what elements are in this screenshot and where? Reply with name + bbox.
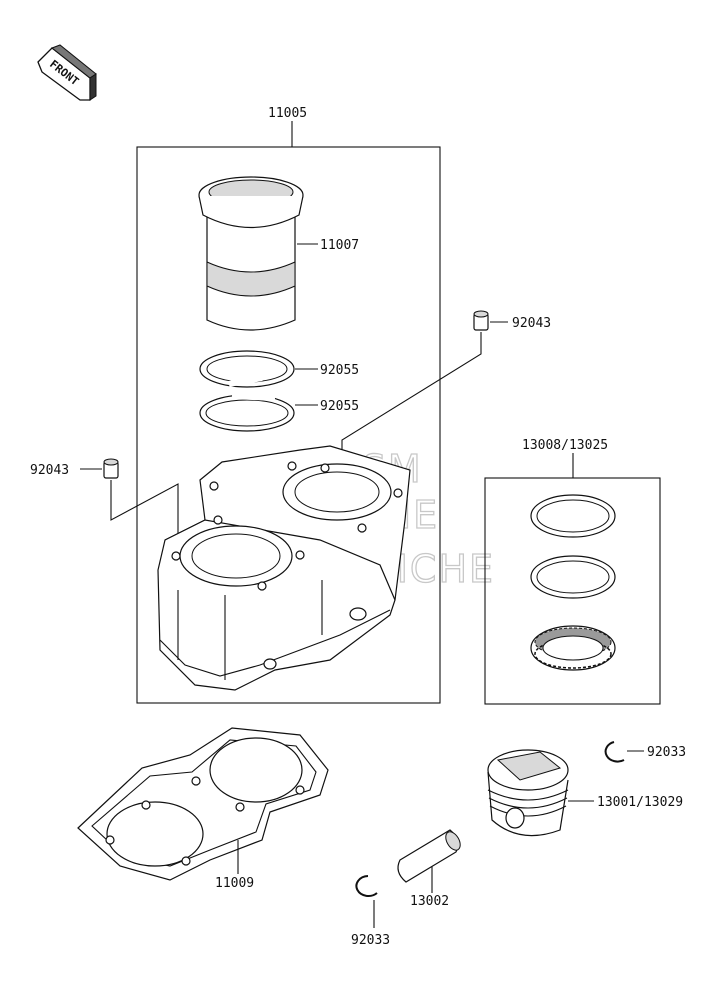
piston-pin[interactable]	[397, 829, 463, 883]
label-13001-13029[interactable]: 13001/13029	[597, 795, 683, 810]
front-arrow-icon: FRONT	[37, 44, 97, 101]
dowel-pin-right[interactable]	[473, 310, 489, 331]
label-92033-right[interactable]: 92033	[647, 745, 686, 760]
label-92055-upper[interactable]: 92055	[320, 363, 359, 378]
cylinder-base-gasket[interactable]	[77, 727, 329, 881]
dowel-pin-left[interactable]	[103, 458, 119, 479]
cylinder-assy-frame	[136, 146, 441, 704]
cylinder-sleeve[interactable]	[198, 176, 304, 331]
label-92055-lower[interactable]: 92055	[320, 399, 359, 414]
label-11007[interactable]: 11007	[320, 238, 359, 253]
piston[interactable]	[487, 749, 569, 837]
label-92043-left[interactable]: 92043	[30, 463, 69, 478]
circlip-right[interactable]	[604, 741, 625, 763]
label-13008-13025[interactable]: 13008/13025	[522, 438, 608, 453]
ring-set[interactable]	[530, 494, 616, 671]
ring-upper[interactable]	[199, 350, 295, 388]
label-92043-right[interactable]: 92043	[512, 316, 551, 331]
label-13002[interactable]: 13002	[410, 894, 449, 909]
label-92033-bottom[interactable]: 92033	[351, 933, 390, 948]
circlip-bottom[interactable]	[355, 875, 378, 897]
ring-lower[interactable]	[199, 393, 295, 432]
label-11009[interactable]: 11009	[215, 876, 254, 891]
label-11005[interactable]: 11005	[268, 106, 307, 121]
cylinder-block[interactable]	[157, 445, 411, 691]
